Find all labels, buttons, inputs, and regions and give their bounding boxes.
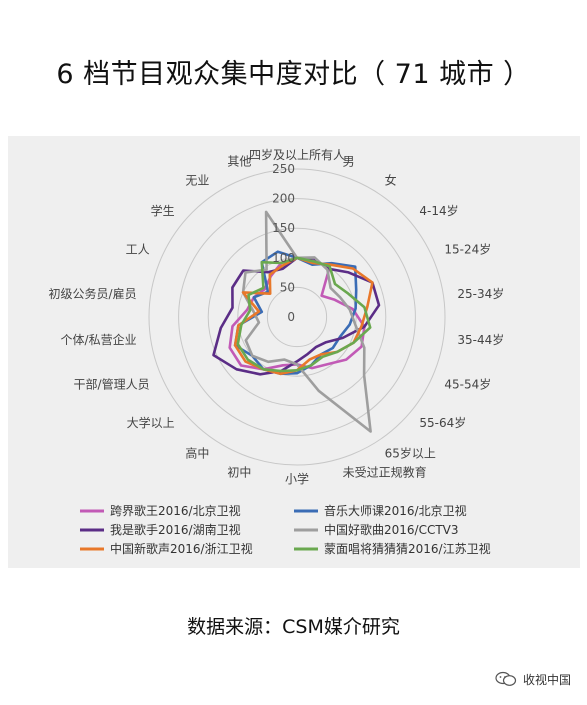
radar-grid xyxy=(148,168,446,466)
category-label: 4-14岁 xyxy=(419,203,458,218)
legend-label: 跨界歌王2016/北京卫视 xyxy=(110,503,241,518)
category-label: 其他 xyxy=(227,155,251,169)
tick-label: 250 xyxy=(272,162,295,176)
chart-panel: 0 50 100 150 200 250 四岁及以上所有人男女 4-14岁 15-24岁 25-… xyxy=(8,136,580,568)
category-label: 四岁及以上所有人 xyxy=(249,147,345,162)
legend-label: 音乐大师课2016/北京卫视 xyxy=(324,503,467,518)
series-line-1 xyxy=(233,250,358,376)
grid-ring xyxy=(207,227,387,407)
legend-label: 蒙面唱将猜猜猜2016/江苏卫视 xyxy=(324,541,491,556)
series-line-5 xyxy=(236,256,372,373)
grid-ring xyxy=(148,168,446,466)
category-label: 55-64岁 xyxy=(419,415,466,430)
series-line-2 xyxy=(212,256,381,376)
category-label: 25-34岁 xyxy=(457,286,504,301)
category-label: 45-54岁 xyxy=(444,376,491,391)
legend-label: 中国新歌声2016/浙江卫视 xyxy=(110,541,253,556)
tick-label: 0 xyxy=(287,310,295,324)
category-label: 无业 xyxy=(185,174,209,188)
tick-label: 200 xyxy=(272,192,295,206)
category-label: 个体/私营企业 xyxy=(61,332,137,347)
category-label: 学生 xyxy=(151,203,175,218)
radar-series xyxy=(212,210,381,433)
legend-label: 中国好歌曲2016/CCTV3 xyxy=(324,522,459,537)
chart-title: 6 档节目观众集中度对比（ 71 城市 ） xyxy=(56,59,531,90)
tick-label: 150 xyxy=(272,221,295,235)
data-source-note: 数据来源：CSM媒介研究 xyxy=(187,616,400,638)
category-label: 工人 xyxy=(126,243,150,257)
watermark: 收视中国 xyxy=(495,668,571,690)
series-line-3 xyxy=(241,210,372,433)
category-label: 女 xyxy=(385,173,397,188)
category-label: 干部/管理人员 xyxy=(74,376,150,391)
wechat-icon xyxy=(495,671,517,686)
radar-tick-labels: 0 50 100 150 200 250 xyxy=(272,162,295,324)
category-label: 小学 xyxy=(285,471,309,486)
tick-label: 50 xyxy=(280,280,295,294)
legend-label: 我是歌手2016/湖南卫视 xyxy=(110,522,241,537)
category-label: 15-24岁 xyxy=(444,242,491,257)
grid-ring xyxy=(266,286,328,348)
watermark-text: 收视中国 xyxy=(522,672,571,687)
category-label: 男 xyxy=(343,155,355,169)
category-label: 初级公务员/雇员 xyxy=(49,286,137,301)
category-label: 初中 xyxy=(227,464,251,479)
grid-ring xyxy=(178,198,416,436)
tick-label: 100 xyxy=(272,251,295,265)
category-label: 未受过正规教育 xyxy=(343,464,427,479)
chart-legend: 跨界歌王2016/北京卫视 音乐大师课2016/北京卫视我是歌手2016/湖南卫视… xyxy=(80,503,491,556)
category-label: 大学以上 xyxy=(127,415,175,430)
category-label: 65岁以上 xyxy=(385,445,436,460)
category-label: 高中 xyxy=(185,445,209,460)
category-label: 35-44岁 xyxy=(457,332,504,347)
